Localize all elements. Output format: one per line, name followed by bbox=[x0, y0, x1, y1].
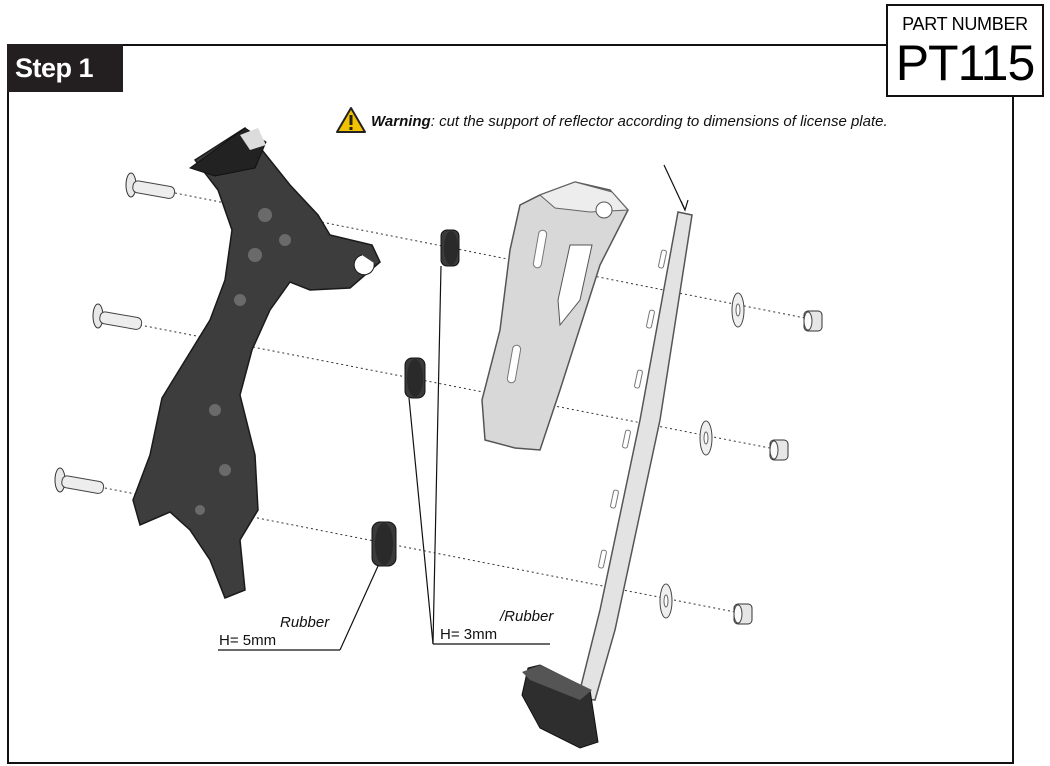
nut-bottom bbox=[733, 603, 753, 625]
nut-middle bbox=[769, 439, 789, 461]
part-number-value: PT115 bbox=[895, 35, 1036, 91]
part-number-box: PART NUMBER PT115 bbox=[886, 4, 1044, 97]
reflector-support bbox=[481, 181, 630, 451]
rubber-right-height: H= 3mm bbox=[440, 626, 498, 643]
washer-middle bbox=[699, 420, 713, 456]
washer-bottom bbox=[659, 583, 673, 619]
part-number-label: PART NUMBER bbox=[902, 14, 1028, 34]
assembly-axis-lines bbox=[99, 191, 816, 615]
warning-triangle-icon bbox=[335, 106, 367, 138]
screw-bottom bbox=[54, 467, 105, 494]
screw-middle bbox=[92, 303, 143, 330]
warning-text: : cut the support of reflector according… bbox=[430, 112, 888, 130]
rubber-spacer-middle bbox=[404, 357, 426, 399]
rubber-left-height: H= 5mm bbox=[219, 632, 277, 649]
warning-bold: Warning bbox=[371, 112, 431, 130]
reflector-pad bbox=[521, 664, 599, 749]
main-bracket bbox=[132, 126, 381, 599]
rubber-left-name: Rubber bbox=[280, 614, 330, 631]
step-tab: Step 1 bbox=[7, 44, 123, 92]
rubber-spacer-top bbox=[440, 229, 460, 267]
leader-lines bbox=[218, 164, 689, 651]
reflector-arm bbox=[577, 211, 693, 701]
rubber-spacer-bottom bbox=[371, 521, 397, 567]
nut-top bbox=[803, 310, 823, 332]
screw-top bbox=[125, 172, 176, 199]
warning-note: Warning: cut the support of reflector ac… bbox=[335, 106, 888, 138]
step-label: Step 1 bbox=[15, 53, 94, 83]
washer-top bbox=[731, 292, 745, 328]
rubber-right-name: /Rubber bbox=[500, 608, 554, 625]
